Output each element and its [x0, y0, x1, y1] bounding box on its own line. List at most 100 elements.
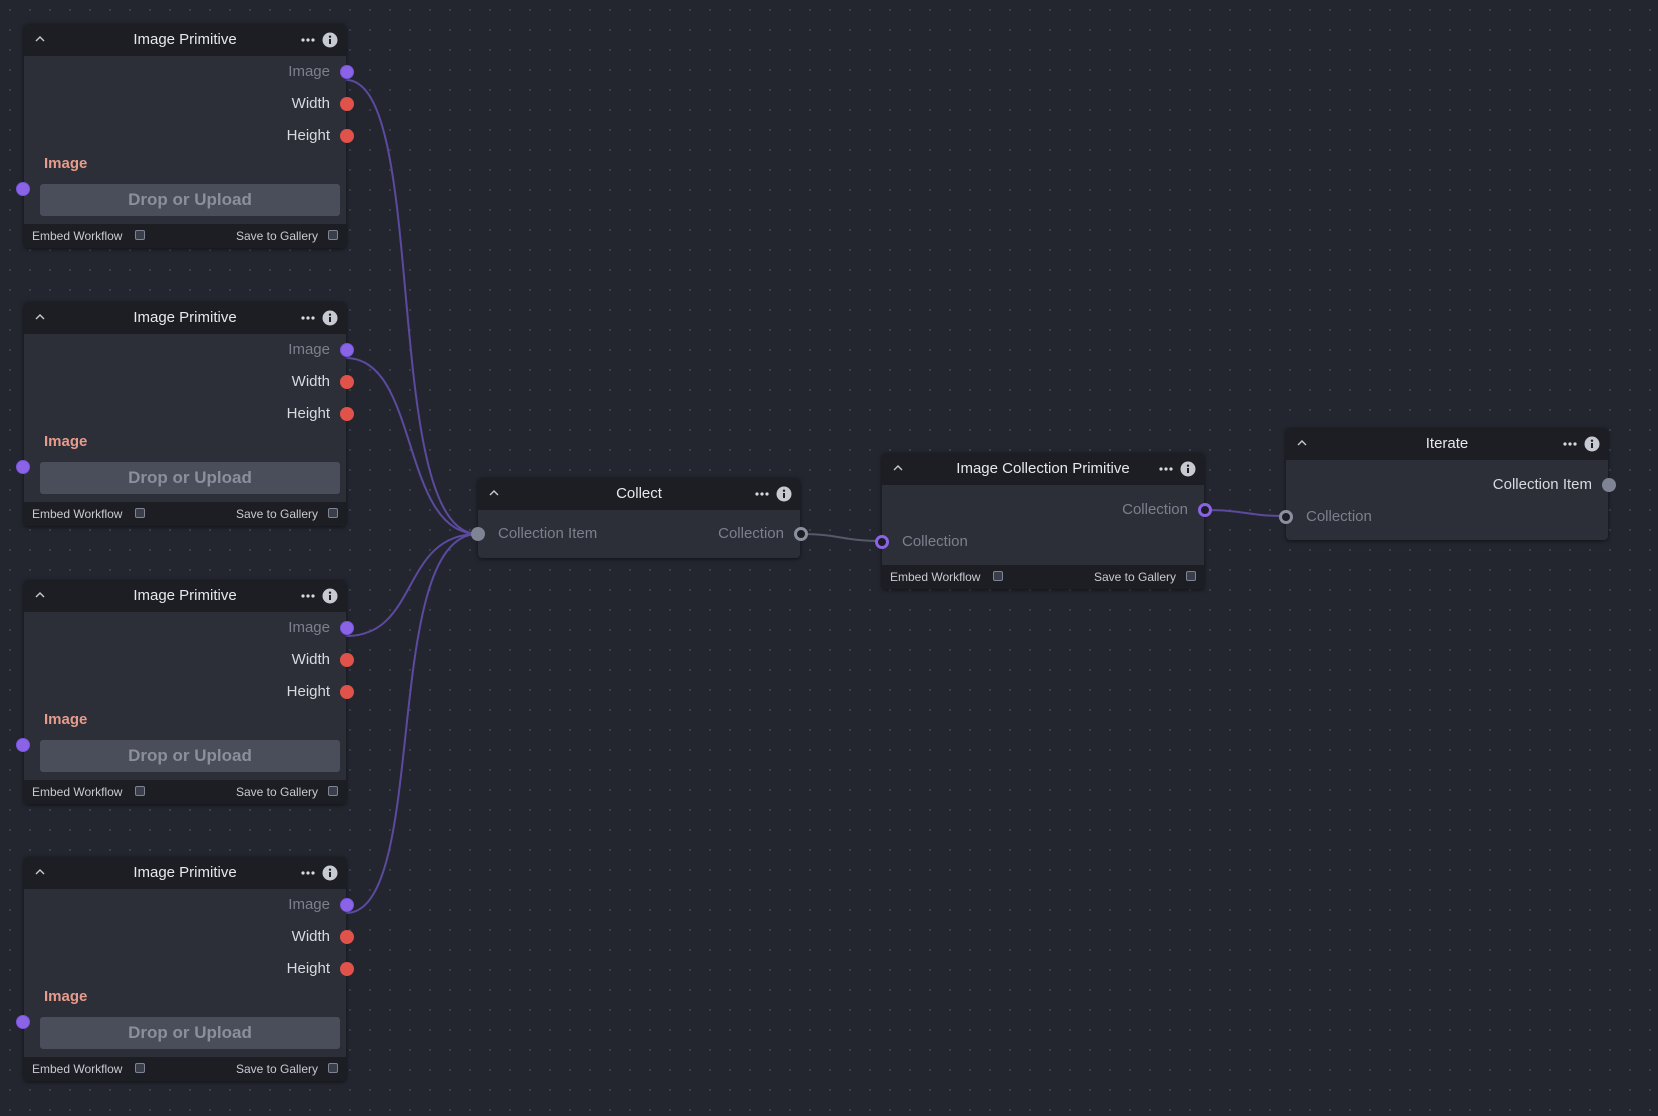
info-icon[interactable] — [322, 32, 338, 48]
info-icon[interactable] — [776, 486, 792, 502]
collect-node[interactable]: Collect Collection Item Collection — [471, 478, 808, 558]
output-label-image: Image — [288, 341, 330, 358]
node-footer: Embed Workflow Save to Gallery — [24, 780, 346, 804]
node-header[interactable]: Image Primitive — [24, 857, 346, 889]
info-icon[interactable] — [322, 588, 338, 604]
input-port-collection[interactable] — [875, 535, 889, 549]
input-port-collection-item[interactable] — [471, 527, 485, 541]
embed-workflow-checkbox[interactable] — [135, 230, 145, 240]
output-label-collection: Collection — [1122, 501, 1188, 518]
more-options-icon[interactable] — [300, 33, 316, 47]
collapse-chevron-icon[interactable] — [486, 485, 502, 501]
node-footer: Embed Workflow Save to Gallery — [882, 565, 1204, 589]
node-header[interactable]: Image Primitive — [24, 24, 346, 56]
output-port-image[interactable] — [340, 621, 354, 635]
node-footer: Embed Workflow Save to Gallery — [24, 502, 346, 526]
save-to-gallery-checkbox[interactable] — [1186, 571, 1196, 581]
collapse-chevron-icon[interactable] — [32, 31, 48, 47]
output-label-height: Height — [286, 683, 330, 700]
collapse-chevron-icon[interactable] — [1294, 435, 1310, 451]
save-to-gallery-label: Save to Gallery — [235, 1062, 318, 1076]
output-port-image[interactable] — [340, 343, 354, 357]
output-port-height[interactable] — [340, 129, 354, 143]
iterate-node[interactable]: Iterate Collection Item Collection — [1279, 428, 1616, 540]
embed-workflow-label: Embed Workflow — [32, 507, 123, 521]
save-to-gallery-checkbox[interactable] — [328, 1063, 338, 1073]
input-label-collection-item: Collection Item — [498, 525, 598, 542]
collapse-chevron-icon[interactable] — [32, 309, 48, 325]
save-to-gallery-label: Save to Gallery — [235, 507, 318, 521]
output-port-height[interactable] — [340, 407, 354, 421]
output-port-collection[interactable] — [1198, 503, 1212, 517]
output-port-height[interactable] — [340, 962, 354, 976]
output-label-image: Image — [288, 619, 330, 636]
more-options-icon[interactable] — [300, 866, 316, 880]
info-icon[interactable] — [1584, 436, 1600, 452]
more-options-icon[interactable] — [754, 487, 770, 501]
output-port-width[interactable] — [340, 930, 354, 944]
input-port-image[interactable] — [16, 1015, 30, 1029]
save-to-gallery-checkbox[interactable] — [328, 786, 338, 796]
save-to-gallery-label: Save to Gallery — [1093, 570, 1176, 584]
output-label-collection-item: Collection Item — [1492, 476, 1592, 493]
image-primitive-node-4[interactable]: Image Primitive Image Width Height Image… — [16, 857, 354, 1081]
image-field-label: Image — [44, 988, 88, 1005]
collapse-chevron-icon[interactable] — [890, 460, 906, 476]
info-icon[interactable] — [1180, 461, 1196, 477]
output-port-collection-item[interactable] — [1602, 478, 1616, 492]
collapse-chevron-icon[interactable] — [32, 587, 48, 603]
edge-image2-collect — [345, 357, 479, 535]
embed-workflow-label: Embed Workflow — [32, 229, 123, 243]
image-collection-primitive-node[interactable]: Image Collection Primitive Collection Co… — [875, 453, 1212, 589]
drop-or-upload-button[interactable]: Drop or Upload — [40, 1017, 340, 1049]
more-options-icon[interactable] — [300, 589, 316, 603]
node-title: Image Primitive — [133, 864, 237, 881]
output-label-image: Image — [288, 63, 330, 80]
save-to-gallery-checkbox[interactable] — [328, 508, 338, 518]
node-header[interactable]: Collect — [478, 478, 800, 510]
output-port-width[interactable] — [340, 653, 354, 667]
info-icon[interactable] — [322, 310, 338, 326]
node-title: Collect — [616, 485, 662, 502]
more-options-icon[interactable] — [1562, 437, 1578, 451]
node-title: Iterate — [1425, 435, 1469, 452]
embed-workflow-checkbox[interactable] — [135, 786, 145, 796]
input-port-image[interactable] — [16, 738, 30, 752]
embed-workflow-checkbox[interactable] — [993, 571, 1003, 581]
save-to-gallery-checkbox[interactable] — [328, 230, 338, 240]
image-primitive-node-2[interactable]: Image Primitive Image Width Height Image… — [16, 302, 354, 526]
drop-or-upload-button[interactable]: Drop or Upload — [40, 462, 340, 494]
output-port-collection[interactable] — [794, 527, 808, 541]
output-port-width[interactable] — [340, 375, 354, 389]
output-label-width: Width — [291, 651, 330, 668]
node-header[interactable]: Image Primitive — [24, 302, 346, 334]
save-to-gallery-label: Save to Gallery — [235, 785, 318, 799]
image-primitive-node-1[interactable]: Image Primitive Image Width Height Image… — [16, 24, 354, 248]
edge-image4-collect — [345, 533, 479, 914]
output-port-image[interactable] — [340, 898, 354, 912]
output-port-image[interactable] — [340, 65, 354, 79]
input-port-collection[interactable] — [1279, 510, 1293, 524]
input-port-image[interactable] — [16, 182, 30, 196]
embed-workflow-label: Embed Workflow — [32, 1062, 123, 1076]
output-label-image: Image — [288, 896, 330, 913]
output-port-width[interactable] — [340, 97, 354, 111]
drop-or-upload-button[interactable]: Drop or Upload — [40, 740, 340, 772]
save-to-gallery-label: Save to Gallery — [235, 229, 318, 243]
output-label-width: Width — [291, 928, 330, 945]
node-header[interactable]: Image Primitive — [24, 580, 346, 612]
collapse-chevron-icon[interactable] — [32, 864, 48, 880]
more-options-icon[interactable] — [1158, 462, 1174, 476]
input-label-collection: Collection — [902, 533, 968, 550]
image-primitive-node-3[interactable]: Image Primitive Image Width Height Image… — [16, 580, 354, 804]
input-port-image[interactable] — [16, 460, 30, 474]
more-options-icon[interactable] — [300, 311, 316, 325]
node-header[interactable]: Image Collection Primitive — [882, 453, 1204, 485]
embed-workflow-checkbox[interactable] — [135, 1063, 145, 1073]
node-header[interactable]: Iterate — [1286, 428, 1608, 460]
info-icon[interactable] — [322, 865, 338, 881]
output-port-height[interactable] — [340, 685, 354, 699]
drop-or-upload-button[interactable]: Drop or Upload — [40, 184, 340, 216]
embed-workflow-checkbox[interactable] — [135, 508, 145, 518]
input-label-collection: Collection — [1306, 508, 1372, 525]
